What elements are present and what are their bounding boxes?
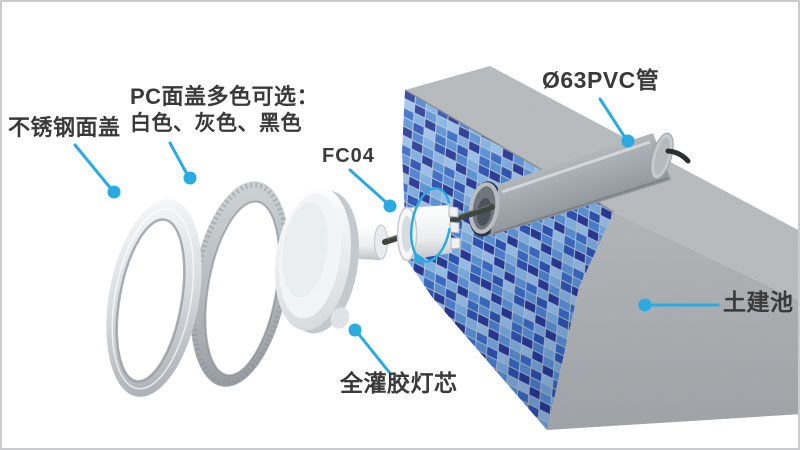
fc04-threads [448, 205, 461, 250]
callout-dot-fc04 [383, 199, 397, 213]
stainless-ring [106, 199, 202, 397]
callout-dot-pc [183, 171, 197, 185]
callout-dot-core [348, 323, 362, 337]
label-potted-lamp-core: 全灌胶灯芯 [340, 370, 458, 396]
label-concrete-pool: 土建池 [723, 289, 794, 315]
disc-rim-tab [330, 307, 350, 329]
lamp-core-disc [275, 187, 359, 334]
callout-line-pvc [598, 97, 628, 141]
label-fc04: FC04 [322, 145, 375, 167]
callout-line-core [355, 330, 391, 374]
callout-line-fc04 [348, 168, 390, 206]
callout-dot-stainless [107, 185, 121, 199]
rotation-arrow-icon [409, 187, 453, 264]
cable-stub [665, 148, 691, 164]
label-pc-cover-line1: PC面盖多色可选： [130, 84, 320, 109]
pvc-pipe [490, 132, 674, 236]
callout-dots [107, 134, 652, 337]
fc04-fitting [396, 205, 461, 262]
label-pc-cover-line2: 白色、灰色、黑色 [130, 112, 302, 135]
callout-dot-pvc [621, 134, 635, 148]
callout-line-pc [168, 141, 190, 178]
label-stainless-cover: 不锈钢面盖 [8, 115, 121, 140]
concrete-wall-side [547, 212, 798, 430]
label-pvc-pipe: Ø63PVC管 [542, 67, 660, 93]
callout-dot-pool [638, 298, 652, 312]
callout-lines [73, 97, 720, 374]
callout-line-stainless [73, 143, 114, 192]
